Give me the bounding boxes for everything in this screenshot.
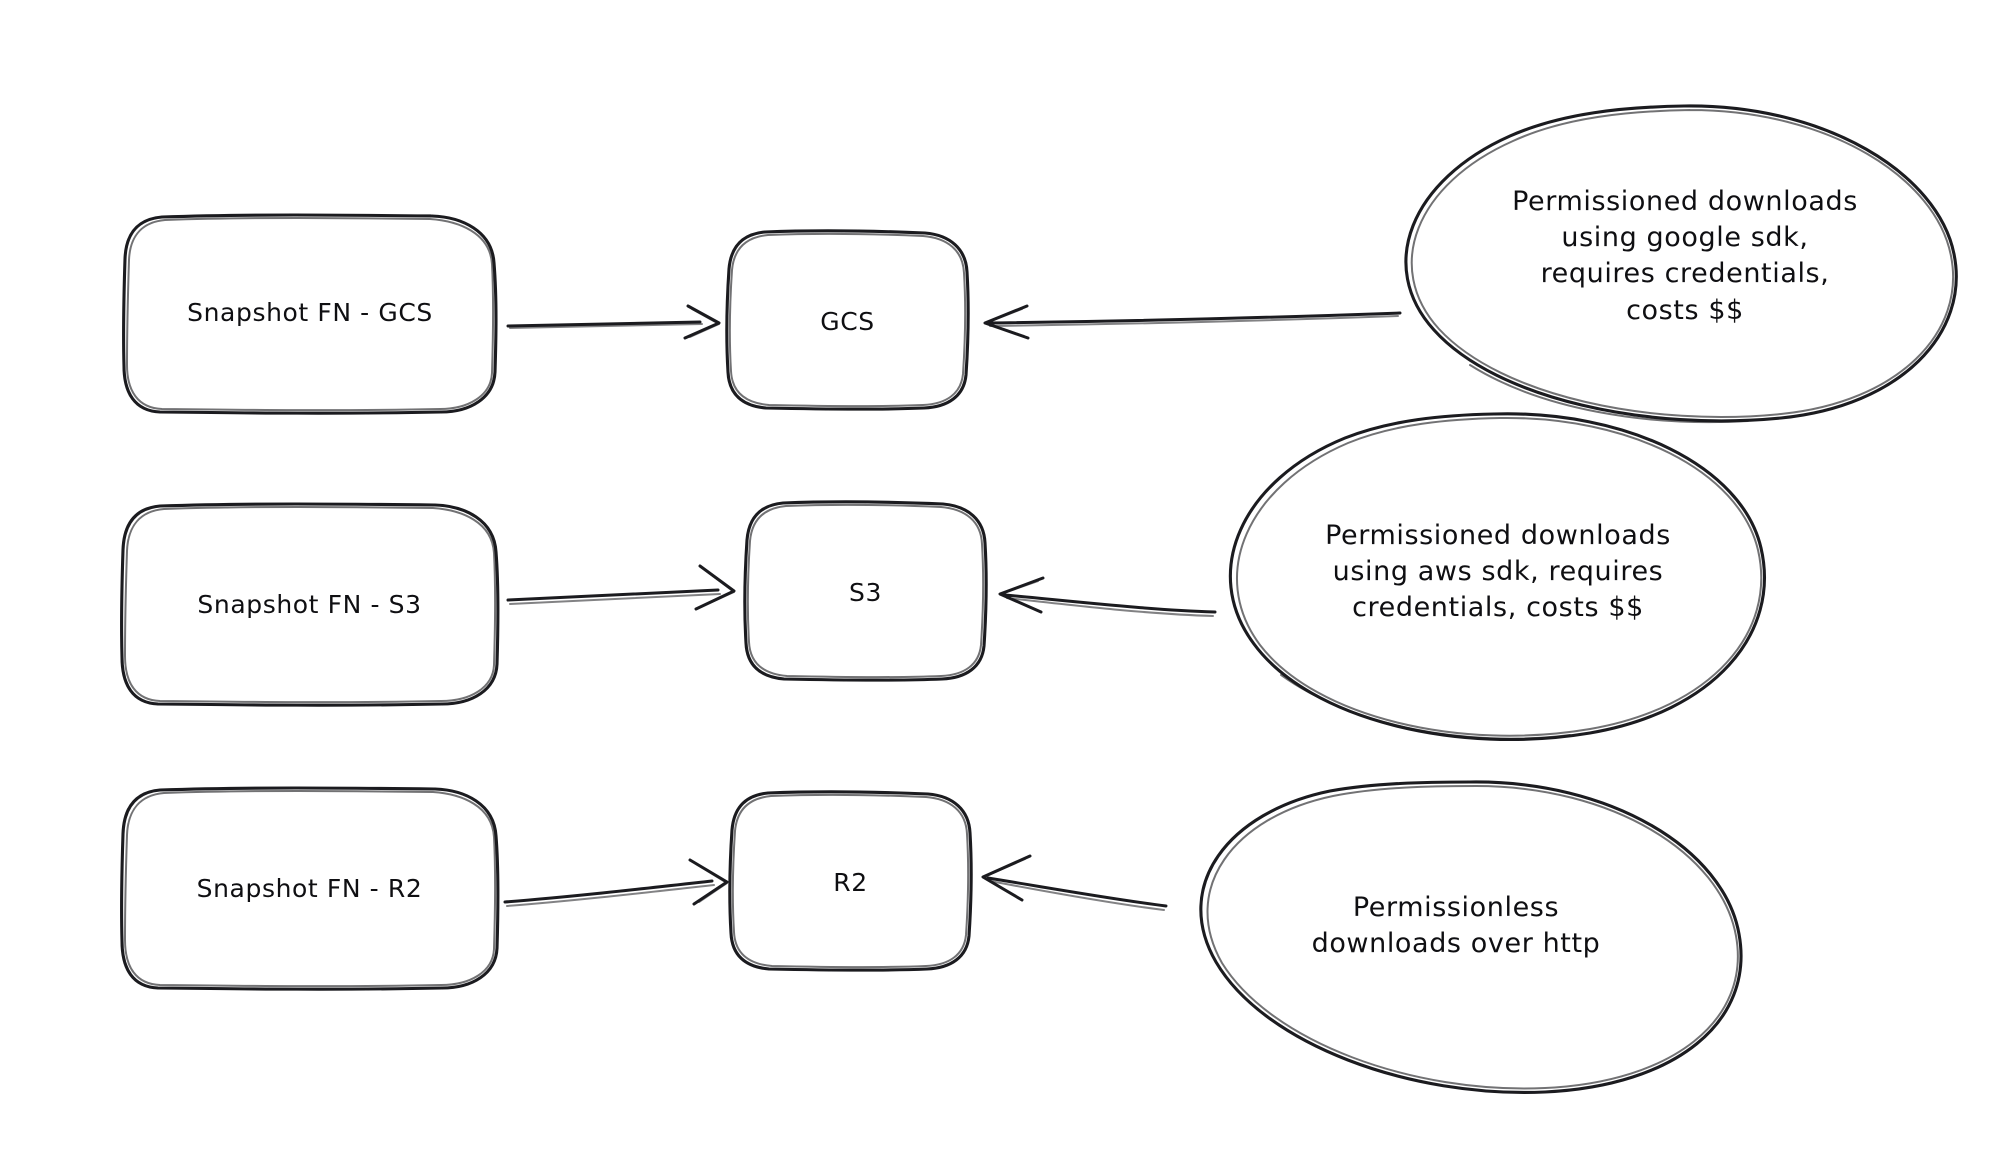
edge-arrow-fn-s3-to-s3 bbox=[506, 564, 736, 611]
node-label-gcs: GCS bbox=[820, 307, 875, 336]
note-shape-note-s3 bbox=[1228, 412, 1767, 742]
note-label-gcs: Permissioned downloads using google sdk,… bbox=[1512, 186, 1858, 326]
node-shape-s3 bbox=[743, 500, 988, 682]
node-label-r2: R2 bbox=[833, 868, 868, 897]
note-label-r2: Permissionless downloads over http bbox=[1311, 892, 1601, 960]
node-label-snapshot-fn-r2: Snapshot FN - R2 bbox=[196, 874, 423, 903]
node-shape-gcs bbox=[725, 229, 970, 411]
edge-arrow-note-to-r2 bbox=[981, 854, 1168, 911]
node-shape-r2 bbox=[728, 790, 973, 972]
edge-arrow-fn-gcs-to-gcs bbox=[506, 304, 721, 340]
node-label-s3: S3 bbox=[849, 578, 882, 607]
node-shape-snapshot-fn-s3 bbox=[120, 502, 500, 707]
node-label-snapshot-fn-gcs: Snapshot FN - GCS bbox=[187, 298, 433, 327]
edge-arrow-note-to-s3 bbox=[998, 576, 1217, 617]
edge-arrow-note-to-gcs bbox=[983, 304, 1402, 340]
note-label-s3: Permissioned downloads using aws sdk, re… bbox=[1325, 520, 1671, 624]
node-shape-snapshot-fn-gcs bbox=[122, 213, 498, 415]
note-shape-note-gcs bbox=[1404, 104, 1958, 424]
edge-arrow-fn-r2-to-r2 bbox=[503, 858, 729, 907]
note-shape-note-r2 bbox=[1199, 780, 1743, 1095]
node-label-snapshot-fn-s3: Snapshot FN - S3 bbox=[197, 590, 422, 619]
node-shape-snapshot-fn-r2 bbox=[120, 786, 500, 991]
